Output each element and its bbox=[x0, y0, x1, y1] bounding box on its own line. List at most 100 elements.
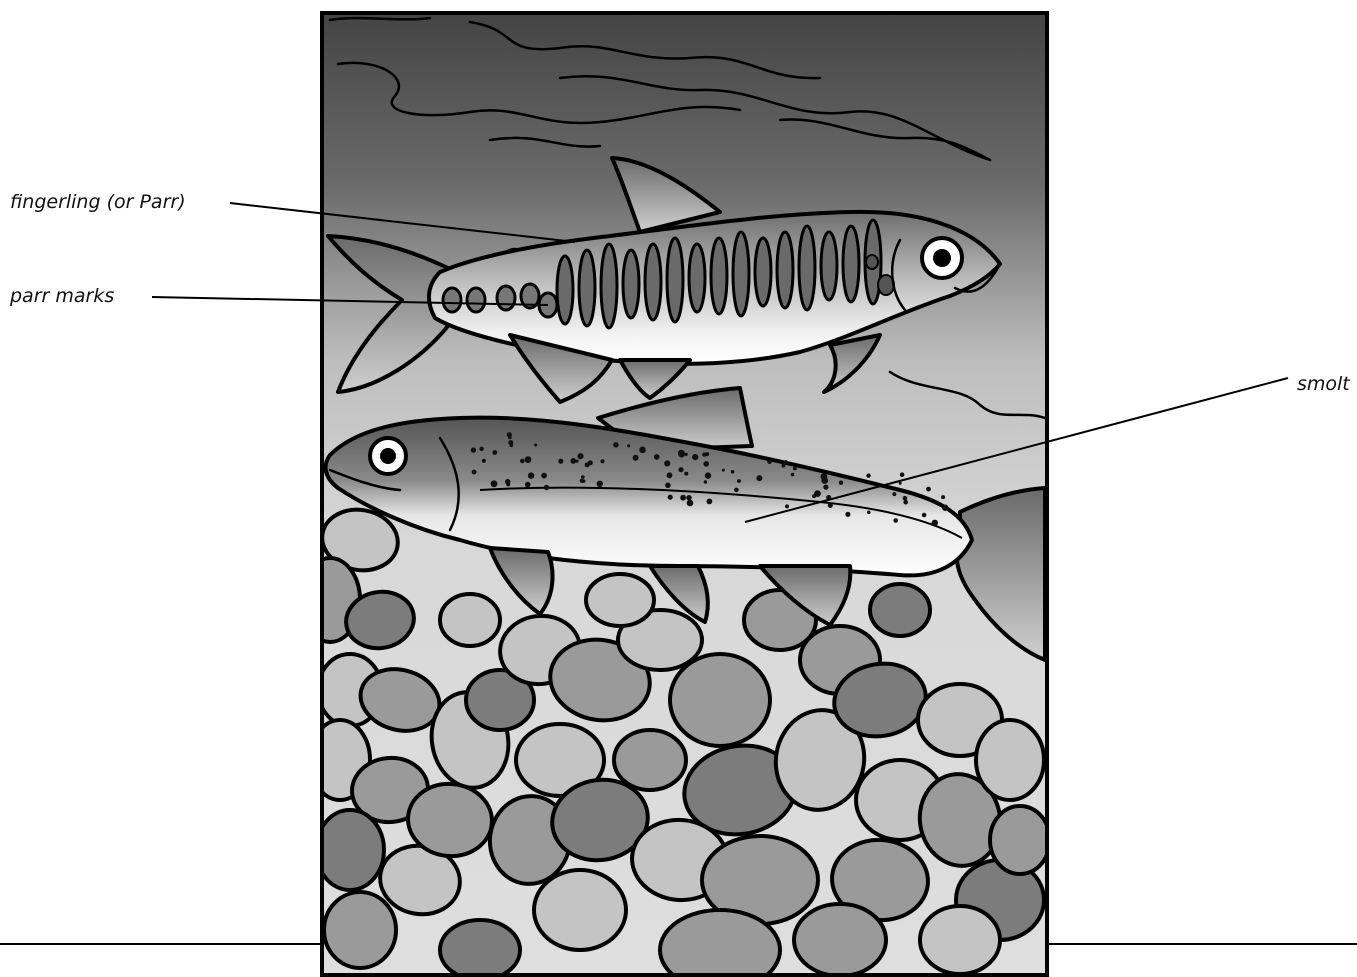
stone bbox=[324, 892, 396, 968]
smolt-spot bbox=[702, 452, 706, 456]
smolt-spot bbox=[893, 518, 898, 523]
smolt-spot bbox=[580, 479, 584, 483]
smolt-spot bbox=[570, 458, 576, 464]
smolt-spot bbox=[737, 479, 741, 483]
smolt-spot bbox=[492, 450, 497, 455]
smolt-spot bbox=[680, 495, 686, 501]
smolt-spot bbox=[686, 495, 691, 500]
smolt-spot bbox=[678, 467, 683, 472]
parr-mark bbox=[601, 244, 617, 328]
smolt-spot bbox=[929, 498, 932, 501]
smolt-spot bbox=[823, 485, 828, 490]
parr-marks-label: parr marks bbox=[9, 285, 114, 307]
parr-mark bbox=[645, 244, 661, 320]
smolt-spot bbox=[581, 475, 585, 479]
parr-mark bbox=[623, 250, 639, 318]
smolt-spot bbox=[639, 447, 646, 454]
smolt-spot bbox=[613, 442, 618, 447]
smolt-spot bbox=[867, 511, 871, 515]
stone bbox=[794, 904, 886, 976]
smolt-spot bbox=[577, 453, 583, 459]
stone bbox=[990, 806, 1050, 874]
smolt-spot bbox=[633, 455, 639, 461]
smolt-spot bbox=[839, 481, 843, 485]
stone bbox=[440, 920, 520, 977]
smolt-spot bbox=[678, 450, 685, 457]
parr-mark bbox=[467, 288, 485, 312]
smolt-spot bbox=[588, 460, 593, 465]
smolt-spot bbox=[508, 435, 512, 439]
smolt-spot bbox=[926, 487, 931, 492]
smolt-spot bbox=[731, 470, 735, 474]
parr-mark bbox=[755, 238, 771, 306]
smolt-spot bbox=[576, 460, 579, 463]
parr-mark bbox=[777, 232, 793, 308]
parr-mark bbox=[557, 256, 573, 324]
stone bbox=[870, 584, 930, 636]
smolt-spot bbox=[899, 482, 902, 485]
smolt-spot bbox=[814, 490, 821, 497]
smolt-spot bbox=[544, 485, 549, 490]
smolt-spot bbox=[903, 496, 908, 501]
parr-mark bbox=[667, 238, 683, 322]
smolt-spot bbox=[600, 459, 604, 463]
parr-mark bbox=[689, 244, 705, 312]
smolt-spot bbox=[665, 483, 671, 489]
smolt-spot bbox=[627, 444, 630, 447]
parr-mark bbox=[711, 238, 727, 314]
parr-mark bbox=[579, 250, 595, 326]
smolt-spot bbox=[941, 495, 945, 499]
smolt-spot bbox=[704, 480, 707, 483]
smolt-spot bbox=[705, 472, 711, 478]
smolt-spot bbox=[734, 488, 739, 493]
stone bbox=[976, 720, 1044, 800]
smolt-spot bbox=[782, 464, 786, 468]
stone bbox=[534, 870, 626, 950]
stone bbox=[670, 654, 770, 746]
stone bbox=[660, 910, 780, 977]
smolt-spot bbox=[472, 470, 477, 475]
smolt-spot bbox=[558, 459, 563, 464]
smolt-spot bbox=[525, 456, 532, 463]
parr-mark bbox=[799, 226, 815, 310]
smolt-spot bbox=[828, 503, 833, 508]
smolt-spot bbox=[491, 480, 498, 487]
smolt-spot bbox=[793, 467, 797, 471]
smolt-spot bbox=[866, 474, 870, 478]
smolt-spot bbox=[510, 444, 514, 448]
smolt-spot bbox=[791, 473, 795, 477]
stone bbox=[614, 730, 686, 790]
fingerling-label: fingerling (or Parr) bbox=[10, 191, 186, 213]
stone bbox=[920, 906, 1000, 974]
parr-mark bbox=[821, 232, 837, 300]
smolt-spot bbox=[692, 454, 698, 460]
smolt-spot bbox=[845, 512, 850, 517]
smolt-spot bbox=[903, 500, 908, 505]
smolt-spot bbox=[525, 482, 531, 488]
smolt-label: smolt bbox=[1297, 373, 1351, 395]
smolt-spot bbox=[821, 477, 828, 484]
smolt-spot bbox=[667, 472, 673, 478]
stone bbox=[440, 594, 500, 646]
smolt-spot bbox=[932, 520, 938, 526]
stone bbox=[586, 574, 654, 626]
parr-mark bbox=[843, 226, 859, 302]
parr-mark bbox=[443, 288, 461, 312]
parr-mark bbox=[733, 232, 749, 316]
smolt-spot bbox=[785, 504, 789, 508]
smolt-spot bbox=[528, 472, 534, 478]
smolt-spot bbox=[687, 500, 694, 507]
smolt-spot bbox=[471, 447, 476, 452]
smolt-spot bbox=[684, 472, 688, 476]
smolt-spot bbox=[922, 513, 927, 518]
smolt-spot bbox=[756, 475, 762, 481]
smolt-spot bbox=[900, 472, 905, 477]
smolt-spot bbox=[520, 459, 525, 464]
smolt-spot bbox=[668, 495, 673, 500]
smolt-spot bbox=[597, 481, 603, 487]
parr-mark bbox=[497, 286, 515, 310]
smolt-spot bbox=[664, 460, 670, 466]
smolt-spot bbox=[722, 469, 725, 472]
smolt-spot bbox=[767, 459, 772, 464]
